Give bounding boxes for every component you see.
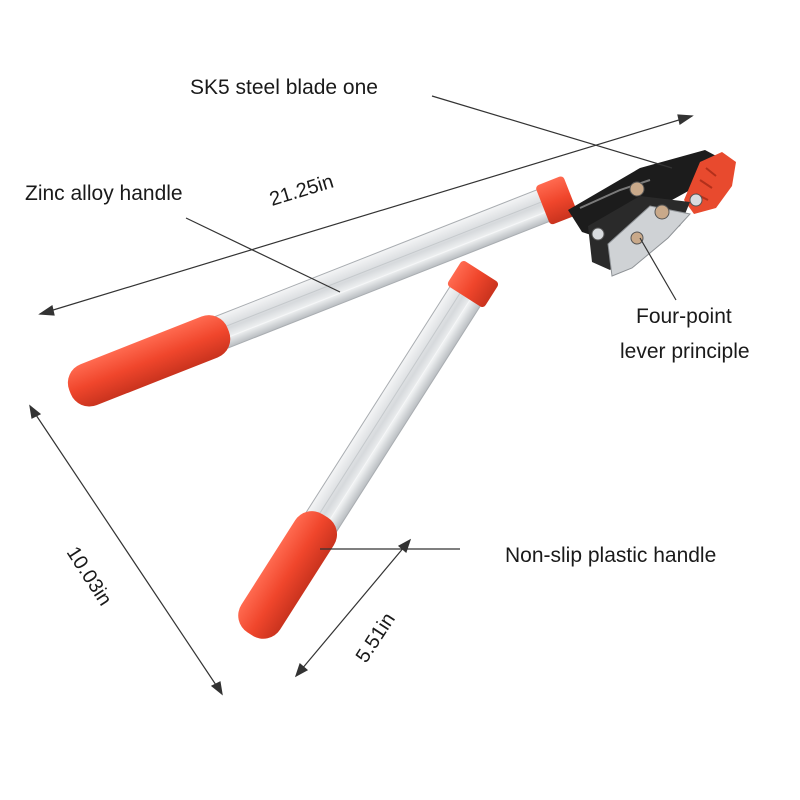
lower-shaft	[298, 269, 492, 544]
upper-handle	[67, 176, 578, 407]
dim-label-total: 21.25in	[267, 171, 336, 211]
pivot-bolt-3	[689, 193, 703, 207]
dim-label-grip: 5.51in	[352, 609, 400, 667]
pivot-bolt-2	[654, 204, 670, 220]
label-blade: SK5 steel blade one	[190, 76, 378, 99]
upper-grip	[67, 315, 231, 407]
label-grip: Non-slip plastic handle	[505, 544, 716, 567]
label-lever-line1: Four-point	[636, 305, 732, 328]
dim-total-length	[38, 114, 694, 316]
upper-collar	[536, 176, 578, 225]
cutting-head	[568, 150, 736, 277]
leader-lever	[639, 237, 677, 301]
pivot-bolt-5	[630, 231, 644, 245]
dim-label-span: 10.03in	[62, 543, 116, 610]
lower-collar	[447, 261, 499, 307]
leader-blade	[431, 95, 673, 169]
dim-open-span	[29, 404, 223, 696]
label-zinc-handle: Zinc alloy handle	[25, 182, 183, 205]
pivot-bolt-4	[591, 227, 605, 241]
leader-zinc	[185, 217, 341, 293]
label-lever-line2: lever principle	[620, 340, 750, 363]
lower-grip	[238, 511, 338, 639]
pivot-bolt-1	[629, 181, 645, 197]
lower-handle	[238, 261, 499, 639]
lower-jaw-plate	[607, 205, 691, 277]
leader-lines	[185, 95, 677, 550]
